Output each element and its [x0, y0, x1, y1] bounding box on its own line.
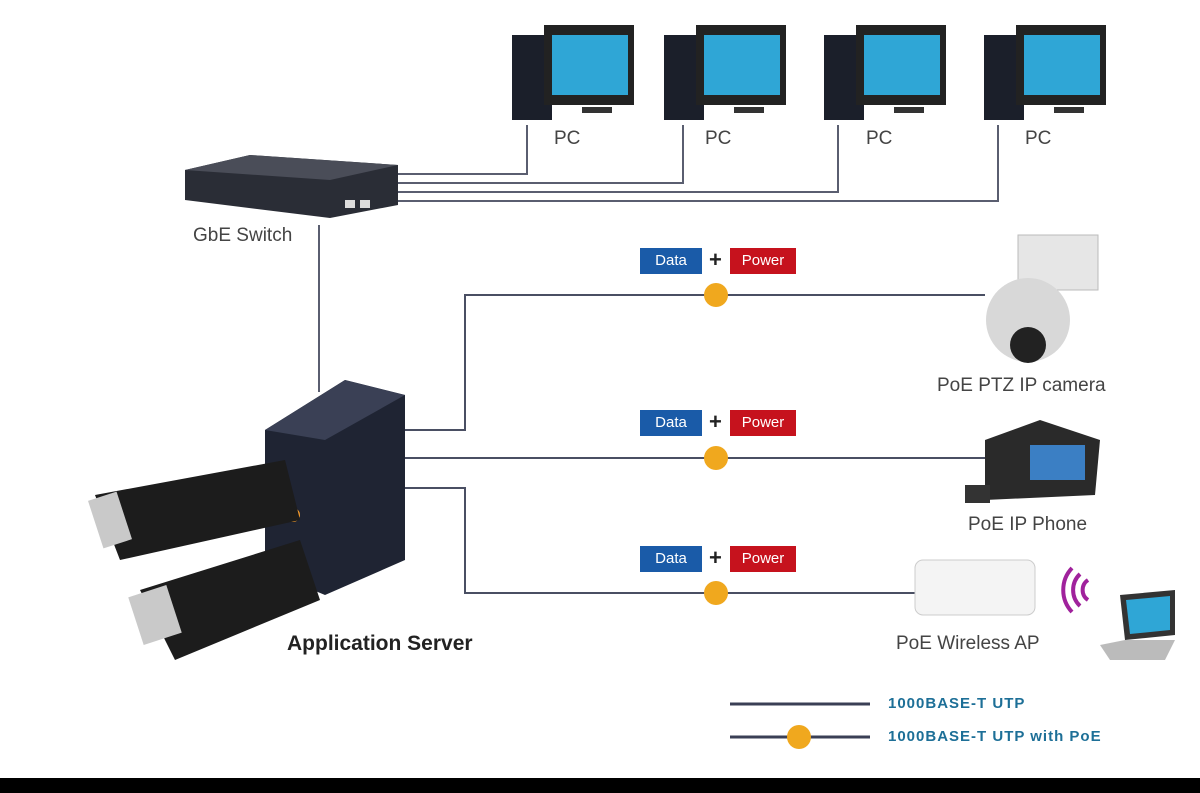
- wifi-icon: [1061, 566, 1090, 614]
- laptop-icon: [1100, 590, 1175, 660]
- pc-label: PC: [554, 128, 581, 149]
- switch-label: GbE Switch: [193, 225, 293, 246]
- nic-card-icons: [88, 460, 320, 660]
- pc-icon: [984, 25, 1106, 120]
- data-tag: Data: [640, 248, 702, 274]
- pc-label: PC: [1025, 128, 1052, 149]
- power-tag: Power: [730, 546, 796, 572]
- plus-sign: +: [709, 545, 722, 570]
- pc-icons: [512, 25, 1106, 120]
- legend-utp: 1000BASE-T UTP: [888, 695, 1026, 712]
- camera-label: PoE PTZ IP camera: [937, 375, 1106, 396]
- bottom-bar: [0, 778, 1200, 793]
- pc-icon: [824, 25, 946, 120]
- switch-pc-links: [318, 125, 999, 392]
- power-tag: Power: [730, 248, 796, 274]
- data-tag: Data: [640, 410, 702, 436]
- data-tag: Data: [640, 546, 702, 572]
- pc-label: PC: [866, 128, 893, 149]
- legend-utp-poe: 1000BASE-T UTP with PoE: [888, 728, 1102, 745]
- plus-sign: +: [709, 409, 722, 434]
- switch-icon: [185, 155, 398, 218]
- pc-icon: [664, 25, 786, 120]
- ip-phone-icon: [965, 420, 1100, 503]
- phone-label: PoE IP Phone: [968, 514, 1088, 535]
- wireless-ap-icon: [914, 559, 1036, 616]
- power-tag: Power: [730, 410, 796, 436]
- ap-label: PoE Wireless AP: [896, 633, 1040, 654]
- pc-icon: [512, 25, 634, 120]
- pc-label: PC: [705, 128, 732, 149]
- poe-badge-icon: [704, 283, 728, 307]
- server-label: Application Server: [287, 632, 473, 655]
- plus-sign: +: [709, 247, 722, 272]
- poe-badge-icon: [787, 725, 811, 749]
- poe-badge-icon: [704, 581, 728, 605]
- ptz-camera-icon: [986, 234, 1099, 363]
- poe-badges: [704, 283, 728, 605]
- poe-badge-icon: [704, 446, 728, 470]
- legend-lines: [730, 702, 870, 749]
